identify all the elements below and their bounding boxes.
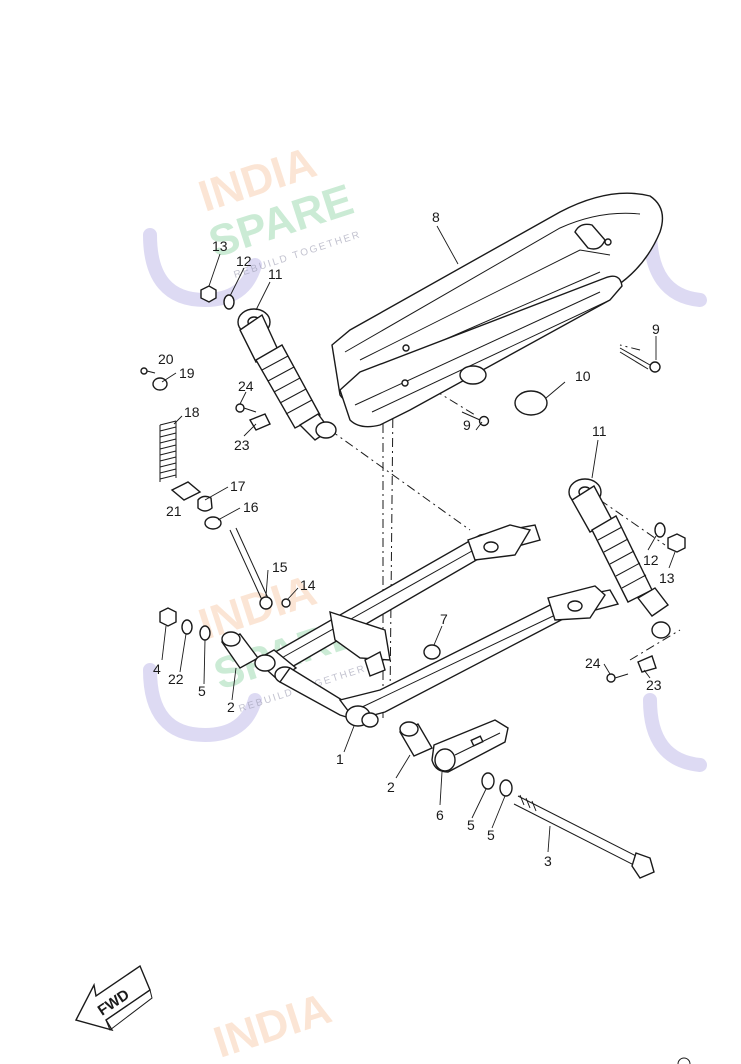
- callout-8: 8: [432, 209, 440, 225]
- callout-18: 18: [184, 404, 200, 420]
- callout-23-upper: 23: [234, 437, 250, 453]
- callout-19: 19: [179, 365, 195, 381]
- callout-2-left: 2: [227, 699, 235, 715]
- callout-21: 21: [166, 503, 182, 519]
- callout-14: 14: [300, 577, 316, 593]
- swing-arm: [254, 524, 620, 728]
- callout-4: 4: [153, 661, 161, 677]
- callout-17: 17: [230, 478, 246, 494]
- fwd-direction-arrow: FWD: [74, 964, 153, 1032]
- callout-13-right: 13: [659, 570, 675, 586]
- watermark-logo-icon-3: [643, 223, 707, 307]
- callout-24-lower: 24: [585, 655, 601, 671]
- nut-13-left: [200, 285, 217, 303]
- callout-7: 7: [440, 611, 448, 627]
- screw-9b: [461, 411, 490, 427]
- plate-21: [170, 481, 202, 501]
- callout-9-center: 9: [463, 417, 471, 433]
- watermark-bottom: INDIA: [208, 984, 337, 1064]
- callout-12-right: 12: [643, 552, 659, 568]
- leader-lines: [161, 225, 676, 853]
- nut-13-right: [667, 533, 686, 553]
- callout-15: 15: [272, 559, 288, 575]
- washer-5-left: [199, 625, 211, 641]
- callout-11-right: 11: [592, 423, 607, 439]
- screw-20: [140, 367, 148, 375]
- watermark-top: INDIA SPARE REBUILD TOGETHER: [143, 138, 363, 308]
- clip-23-lower: [637, 655, 657, 673]
- clip-23-upper: [248, 413, 271, 431]
- callout-22: 22: [168, 671, 184, 687]
- bolt-24-upper: [235, 403, 257, 413]
- screw-9a: [619, 347, 661, 373]
- bolt-24-lower: [606, 673, 629, 683]
- watermark-india-text-3: INDIA: [208, 984, 337, 1064]
- chain-case: [331, 192, 664, 428]
- rear-shock-left: [237, 308, 337, 441]
- callout-11-left: 11: [268, 266, 283, 282]
- callout-9-right: 9: [652, 321, 660, 337]
- watermark-logo-icon-4: [643, 693, 707, 772]
- chain-adjuster-6: [431, 719, 509, 773]
- corner-mark: [677, 1057, 691, 1064]
- bushing-16: [204, 516, 222, 530]
- bolt-7: [423, 644, 441, 660]
- callout-5-right-b: 5: [487, 827, 495, 843]
- rear-shock-right: [568, 478, 671, 639]
- washer-5-right-a: [481, 772, 495, 790]
- callout-24-upper: 24: [238, 378, 254, 394]
- rod-15: [229, 527, 273, 610]
- callout-6: 6: [436, 807, 444, 823]
- callout-13-left: 13: [212, 238, 228, 254]
- callout-12-left: 12: [236, 253, 252, 269]
- axle-3: [513, 794, 655, 879]
- callout-5-left: 5: [198, 683, 206, 699]
- callout-2-right: 2: [387, 779, 395, 795]
- callout-3: 3: [544, 853, 552, 869]
- callout-10: 10: [575, 368, 591, 384]
- collar-17: [197, 495, 213, 512]
- washer-5-right-b: [499, 779, 513, 797]
- chain-case-cap: [514, 390, 548, 416]
- callout-16: 16: [243, 499, 259, 515]
- callout-1: 1: [336, 751, 344, 767]
- spring-18: [159, 420, 177, 482]
- callout-numbers: 8 13 12 11 9 20 19 10 24 18 23 9 11 17 2…: [153, 209, 675, 869]
- nut-4: [159, 607, 177, 627]
- washer-12-right: [654, 522, 666, 538]
- callout-5-right-a: 5: [467, 817, 475, 833]
- watermark-logo-icon-2: [143, 663, 262, 743]
- washer-22: [181, 619, 193, 635]
- collar-14: [281, 598, 291, 608]
- washer-12-left: [223, 294, 235, 310]
- callout-23-lower: 23: [646, 677, 662, 693]
- callout-20: 20: [158, 351, 174, 367]
